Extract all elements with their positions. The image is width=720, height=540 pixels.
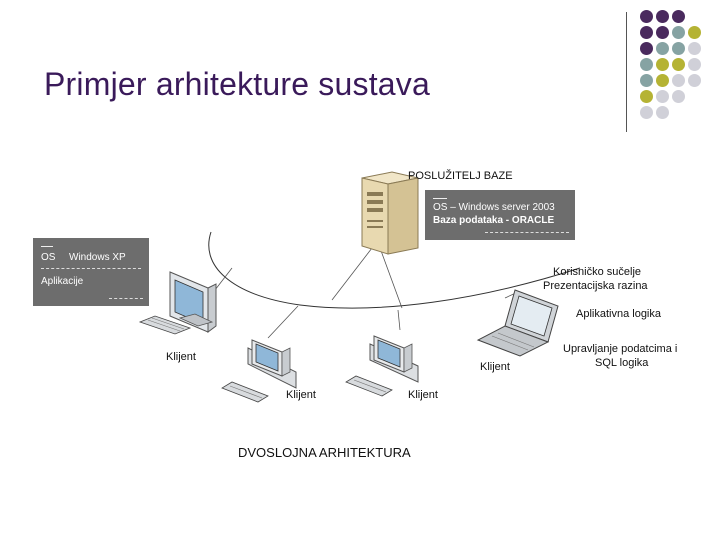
slide-title: Primjer arhitekture sustava bbox=[44, 66, 430, 102]
dot-decoration bbox=[688, 42, 701, 55]
logic-layer-label: Aplikativna logika bbox=[576, 308, 661, 320]
dot-decoration bbox=[656, 74, 669, 87]
server-os-text: OS – Windows server 2003 bbox=[433, 202, 555, 213]
dot-decoration bbox=[672, 58, 685, 71]
client-label: Klijent bbox=[408, 389, 438, 401]
client-monitor-icon bbox=[138, 271, 217, 335]
dot-decoration bbox=[656, 26, 669, 39]
client-apps-label: Aplikacije bbox=[41, 276, 84, 287]
dot-decoration bbox=[656, 90, 669, 103]
client-workstation-icon bbox=[345, 335, 419, 397]
dot-decoration bbox=[656, 58, 669, 71]
connection-line bbox=[214, 267, 233, 291]
laptop-icon bbox=[476, 289, 559, 357]
dot-decoration bbox=[688, 26, 701, 39]
dot-decoration bbox=[640, 42, 653, 55]
connection-line bbox=[267, 305, 299, 339]
dot-decoration bbox=[688, 58, 701, 71]
client-workstation-icon bbox=[221, 339, 297, 403]
client-os-label: OS bbox=[41, 252, 56, 263]
client-info-box: OS Windows XP Aplikacije bbox=[33, 238, 149, 306]
dot-decoration bbox=[672, 74, 685, 87]
connection-line bbox=[331, 247, 373, 301]
dot-decoration bbox=[656, 106, 669, 119]
server-info-box: OS – Windows server 2003 Baza podataka -… bbox=[425, 190, 575, 240]
box-divider bbox=[41, 246, 53, 247]
dot-decoration bbox=[672, 42, 685, 55]
client-label: Klijent bbox=[166, 351, 196, 363]
dot-decoration bbox=[656, 10, 669, 23]
server-label: POSLUŽITELJ BAZE bbox=[408, 170, 513, 182]
client-label: Klijent bbox=[286, 389, 316, 401]
dot-decoration bbox=[688, 74, 701, 87]
dot-decoration bbox=[640, 90, 653, 103]
dot-decoration bbox=[672, 10, 685, 23]
dot-decoration bbox=[672, 26, 685, 39]
client-label: Klijent bbox=[480, 361, 510, 373]
server-icon bbox=[361, 171, 419, 255]
box-divider bbox=[485, 232, 569, 234]
box-divider bbox=[109, 298, 143, 300]
connection-line bbox=[397, 309, 401, 331]
dot-decoration bbox=[640, 10, 653, 23]
architecture-label: DVOSLOJNA ARHITEKTURA bbox=[238, 445, 411, 460]
dot-decoration bbox=[672, 90, 685, 103]
dot-decoration bbox=[640, 58, 653, 71]
server-db-text: Baza podataka - ORACLE bbox=[433, 215, 555, 226]
title-divider bbox=[626, 12, 627, 132]
data-layer-label-1: Upravljanje podatcima i bbox=[563, 343, 678, 355]
box-divider bbox=[433, 198, 447, 199]
ui-layer-label: Korisničko sučelje bbox=[553, 266, 642, 278]
connection-line bbox=[379, 247, 403, 309]
presentation-layer-label: Prezentacijska razina bbox=[543, 280, 648, 292]
dot-decoration bbox=[640, 106, 653, 119]
client-os-value: Windows XP bbox=[69, 252, 126, 263]
dot-decoration bbox=[640, 74, 653, 87]
data-layer-label-2: SQL logika bbox=[595, 357, 649, 369]
dot-decoration bbox=[640, 26, 653, 39]
box-divider bbox=[41, 268, 141, 270]
network-curve bbox=[208, 231, 581, 309]
dot-decoration bbox=[656, 42, 669, 55]
